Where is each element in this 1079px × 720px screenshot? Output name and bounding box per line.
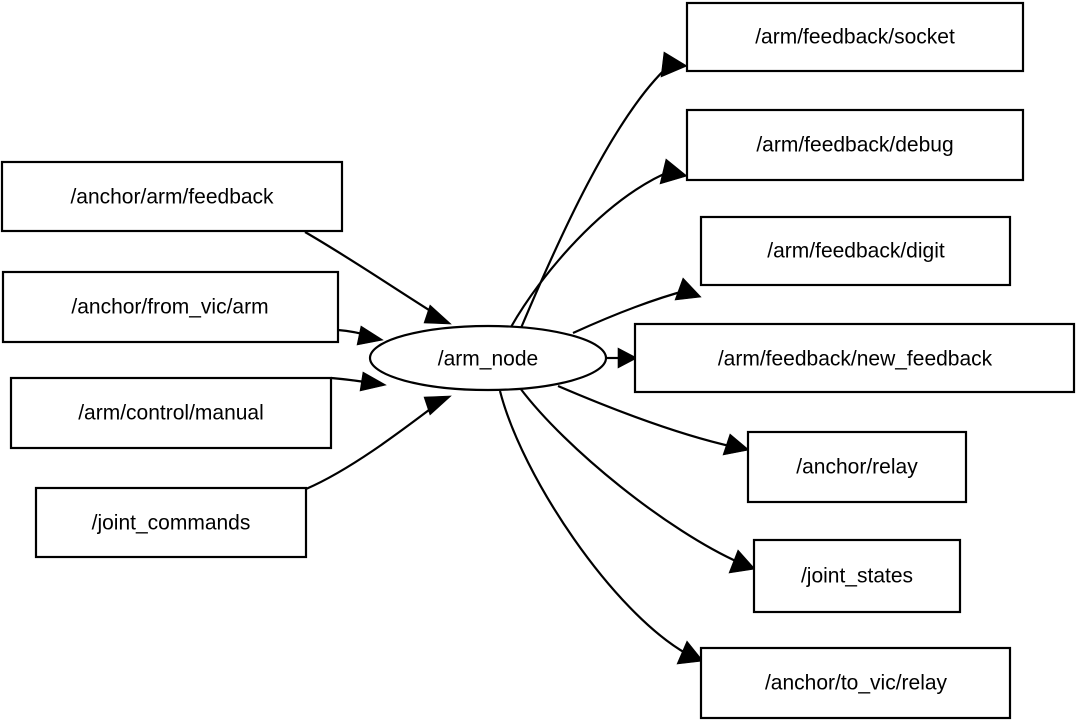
arrow-head-icon — [359, 371, 387, 392]
arrow-head-icon — [722, 433, 750, 456]
arrow-head-icon — [674, 277, 702, 301]
edge-arm-control-manual-to-arm-node — [330, 371, 387, 392]
topic-box[interactable] — [685, 108, 1025, 182]
topic-box[interactable] — [1, 270, 340, 344]
edge-anchor-arm-feedback-to-arm-node — [304, 231, 452, 325]
topic-node-arm-feedback-digit[interactable]: /arm/feedback/digit — [699, 215, 1012, 287]
arrow-head-icon — [728, 549, 756, 574]
edge-line — [304, 231, 438, 316]
edge-arm-node-to-arm-feedback-digit — [572, 277, 702, 335]
edge-line — [519, 61, 674, 329]
edge-arm-node-to-arm-feedback-debug — [510, 158, 688, 328]
topic-node-arm-feedback-debug[interactable]: /arm/feedback/debug — [685, 108, 1025, 182]
edge-joint-commands-to-arm-node — [305, 395, 452, 491]
edge-arm-node-to-anchor-to-vic-relay — [498, 390, 704, 665]
edge-arm-node-to-arm-feedback-new-feedback — [606, 347, 638, 369]
topic-node-anchor-arm-feedback[interactable]: /anchor/arm/feedback — [0, 160, 344, 233]
arrow-head-icon — [423, 304, 452, 325]
topic-box[interactable] — [699, 215, 1012, 287]
edge-line — [572, 288, 689, 335]
edge-line — [519, 387, 741, 565]
topic-box[interactable] — [633, 322, 1076, 394]
arrow-head-icon — [423, 395, 452, 416]
arrow-head-icon — [676, 640, 704, 665]
topic-box[interactable] — [9, 376, 333, 450]
topic-node-joint-commands[interactable]: /joint_commands — [34, 486, 308, 559]
topic-node-arm-feedback-new-feedback[interactable]: /arm/feedback/new_feedback — [633, 322, 1076, 394]
edge-arm-node-to-joint-states — [519, 387, 756, 574]
topic-node-joint-states[interactable]: /joint_states — [752, 538, 962, 614]
edge-line — [510, 168, 674, 328]
topic-box[interactable] — [0, 160, 344, 233]
edge-line — [498, 390, 688, 655]
edge-arm-node-to-anchor-relay — [557, 384, 750, 456]
topic-box[interactable] — [699, 646, 1012, 720]
topic-node-anchor-from-vic-arm[interactable]: /anchor/from_vic/arm — [1, 270, 340, 344]
arrow-head-icon — [356, 325, 384, 346]
topic-node-anchor-to-vic-relay[interactable]: /anchor/to_vic/relay — [699, 646, 1012, 720]
topic-node-anchor-relay[interactable]: /anchor/relay — [746, 430, 968, 504]
edge-line — [557, 384, 735, 449]
edge-line — [305, 403, 438, 491]
edge-anchor-from-vic-arm-to-arm-node — [337, 325, 384, 346]
arrow-head-icon — [659, 158, 688, 185]
node-arm-node[interactable]: /arm_node — [368, 324, 608, 392]
arrow-head-icon — [617, 347, 638, 369]
topic-box[interactable] — [752, 538, 962, 614]
topic-node-arm-feedback-socket[interactable]: /arm/feedback/socket — [685, 1, 1025, 73]
edge-arm-node-to-arm-feedback-socket — [519, 51, 688, 329]
node-ellipse[interactable] — [368, 324, 608, 392]
topic-box[interactable] — [685, 1, 1025, 73]
topic-box[interactable] — [746, 430, 968, 504]
topic-box[interactable] — [34, 486, 308, 559]
arrow-head-icon — [660, 51, 688, 78]
topic-node-arm-control-manual[interactable]: /arm/control/manual — [9, 376, 333, 450]
